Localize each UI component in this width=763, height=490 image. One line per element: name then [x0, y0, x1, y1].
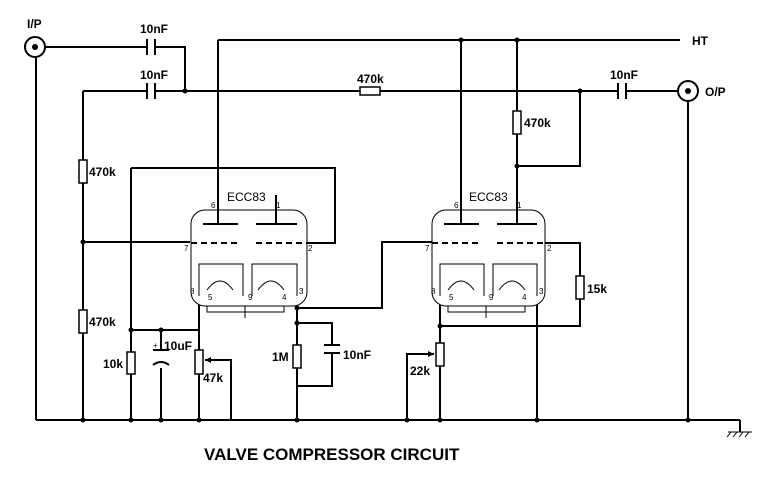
resistor-1m	[292, 344, 302, 369]
resistor-15k	[575, 275, 585, 300]
diagram-title: VALVE COMPRESSOR CIRCUIT	[204, 445, 460, 464]
resistor-1m-label: 1M	[272, 350, 289, 364]
tube-1-pin-3: 3	[299, 287, 304, 296]
capacitor-10nf-cathode	[324, 344, 340, 363]
tube-2-pin-5: 5	[449, 293, 454, 302]
svg-text:+: +	[153, 341, 158, 350]
tube-2-pin-7: 7	[425, 244, 430, 253]
tube-2	[431, 209, 546, 318]
resistor-bias-bottom-label: 470k	[89, 315, 116, 329]
tube-1-pin-6: 6	[211, 201, 216, 210]
capacitor-c-out	[617, 83, 627, 99]
tube-1-pin-2: 2	[308, 244, 313, 253]
tube-1-pin-7: 7	[184, 244, 189, 253]
tube-2-pin-4: 4	[522, 293, 527, 302]
resistor-10k-label: 10k	[103, 357, 123, 371]
resistor-10k	[126, 351, 136, 375]
tube-2-pin-3: 3	[539, 287, 544, 296]
tube-2-label: ECC83	[469, 190, 508, 204]
resistor-15k-label: 15k	[587, 282, 607, 296]
capacitor-10nf-cathode-label: 10nF	[343, 348, 371, 362]
tube-1-pin-8: 8	[190, 287, 195, 296]
capacitor-c2-label: 10nF	[140, 68, 168, 82]
resistor-feedback	[359, 86, 381, 96]
capacitor-10uf-label: 10uF	[164, 339, 192, 353]
tube-2-pin-1: 1	[517, 201, 522, 210]
tube-1-pin-1: 1	[276, 201, 281, 210]
tube-2-pin-2: 2	[547, 244, 552, 253]
resistor-load	[512, 110, 522, 135]
input-label: I/P	[27, 17, 42, 31]
resistor-feedback-label: 470k	[357, 72, 384, 86]
potentiometer-22k-label: 22k	[410, 364, 430, 378]
resistor-bias-bottom	[78, 309, 88, 334]
potentiometer-47k-label: 47k	[203, 371, 223, 385]
capacitor-c1	[146, 39, 156, 55]
tube-1	[190, 209, 308, 318]
tube-2-pin-6: 6	[454, 201, 459, 210]
tube-2-pin-8: 8	[431, 287, 436, 296]
junctions	[80, 37, 691, 423]
potentiometer-22k	[428, 342, 445, 367]
resistor-bias-top	[78, 159, 88, 184]
ht-label: HT	[692, 34, 709, 48]
capacitor-c1-label: 10nF	[140, 22, 168, 36]
tube-1-pin-9: 9	[248, 293, 253, 302]
tube-1-pin-5: 5	[208, 293, 213, 302]
capacitor-c2	[146, 83, 156, 99]
tube-1-pin-4: 4	[282, 293, 287, 302]
output-label: O/P	[705, 85, 726, 99]
tube-2-pin-9: 9	[489, 293, 494, 302]
output-jack	[677, 80, 699, 102]
capacitor-10uf: +	[152, 341, 170, 366]
resistor-load-label: 470k	[524, 116, 551, 130]
capacitor-c-out-label: 10nF	[610, 68, 638, 82]
tube-1-label: ECC83	[227, 190, 266, 204]
wires	[35, 39, 752, 438]
potentiometer-47k	[194, 349, 214, 375]
input-jack	[24, 36, 46, 58]
resistor-bias-top-label: 470k	[89, 165, 116, 179]
